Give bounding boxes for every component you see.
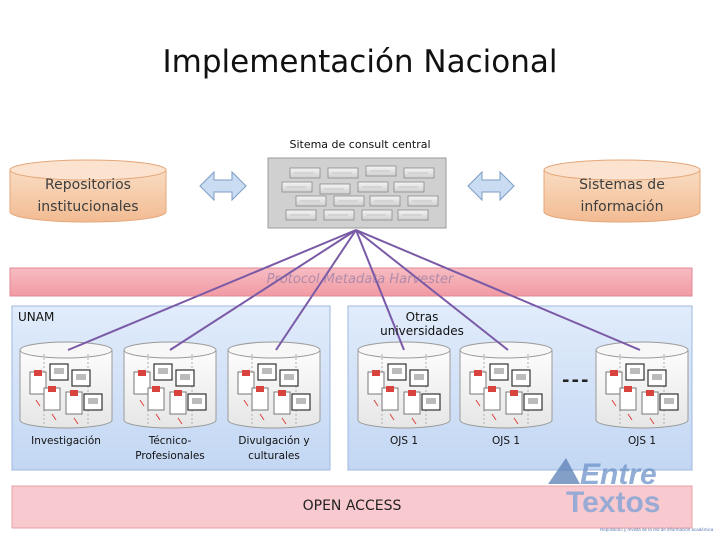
- cylinder-sistemas-informacion: [543, 159, 701, 223]
- repo-label-line1: OJS 1: [491, 435, 521, 447]
- logo-tagline: Repositorio y revista de la red de infor…: [600, 527, 714, 532]
- double-arrow-right-icon: [467, 170, 515, 202]
- page-title: Implementación Nacional: [162, 44, 558, 80]
- svg-text:Textos: Textos: [566, 486, 660, 519]
- repo-label-line1: Divulgación y: [238, 435, 310, 447]
- repo-label-tecnico: Técnico- Profesionales: [118, 434, 222, 464]
- protocol-label: Protocol Metadata Harvester: [266, 272, 454, 287]
- repo-label-line2: culturales: [248, 450, 300, 462]
- repo-label-ojs-3: OJS 1: [592, 434, 692, 449]
- right-cylinder-label: Sistemas de información: [544, 174, 700, 218]
- repo-label-line2: Profesionales: [135, 450, 205, 462]
- left-cylinder-label: Repositorios institucionales: [10, 174, 166, 218]
- repository-investigacion-icon: [19, 341, 113, 429]
- repo-label-ojs-1: OJS 1: [354, 434, 454, 449]
- svg-text:Entre: Entre: [580, 458, 657, 491]
- entre-textos-logo: Entre Textos: [548, 458, 660, 519]
- central-system-label: Sitema de consult central: [289, 138, 431, 151]
- protocol-band: [9, 267, 693, 297]
- double-arrow-left-icon: [199, 170, 247, 202]
- right-cylinder-line2: información: [580, 199, 664, 215]
- repo-label-divulgacion: Divulgación y culturales: [222, 434, 326, 464]
- central-server-cluster-icon: [267, 157, 447, 229]
- repo-label-line1: OJS 1: [627, 435, 657, 447]
- cylinder-repositorios-institucionales: [9, 159, 167, 223]
- left-cylinder-line2: institucionales: [37, 199, 139, 215]
- repo-label-line1: Investigación: [31, 435, 101, 447]
- repository-ojs-3-icon: [595, 341, 689, 429]
- repo-label-line1: OJS 1: [389, 435, 419, 447]
- open-access-label: OPEN ACCESS: [302, 498, 402, 514]
- connector-lines: [67, 229, 641, 351]
- repository-ojs-2-icon: [459, 341, 553, 429]
- repository-tecnico-icon: [123, 341, 217, 429]
- right-cylinder-line1: Sistemas de: [579, 177, 665, 193]
- other-group-title: Otras universidades: [380, 310, 464, 338]
- ellipsis-dashes: ---: [562, 370, 591, 391]
- repo-label-investigacion: Investigación: [16, 434, 116, 449]
- left-cylinder-line1: Repositorios: [45, 177, 131, 193]
- unam-group-title: UNAM: [18, 310, 55, 324]
- repository-divulgacion-icon: [227, 341, 321, 429]
- open-access-band: [11, 485, 693, 529]
- repository-ojs-1-icon: [357, 341, 451, 429]
- repo-label-line1: Técnico-: [148, 435, 192, 447]
- repo-label-ojs-2: OJS 1: [456, 434, 556, 449]
